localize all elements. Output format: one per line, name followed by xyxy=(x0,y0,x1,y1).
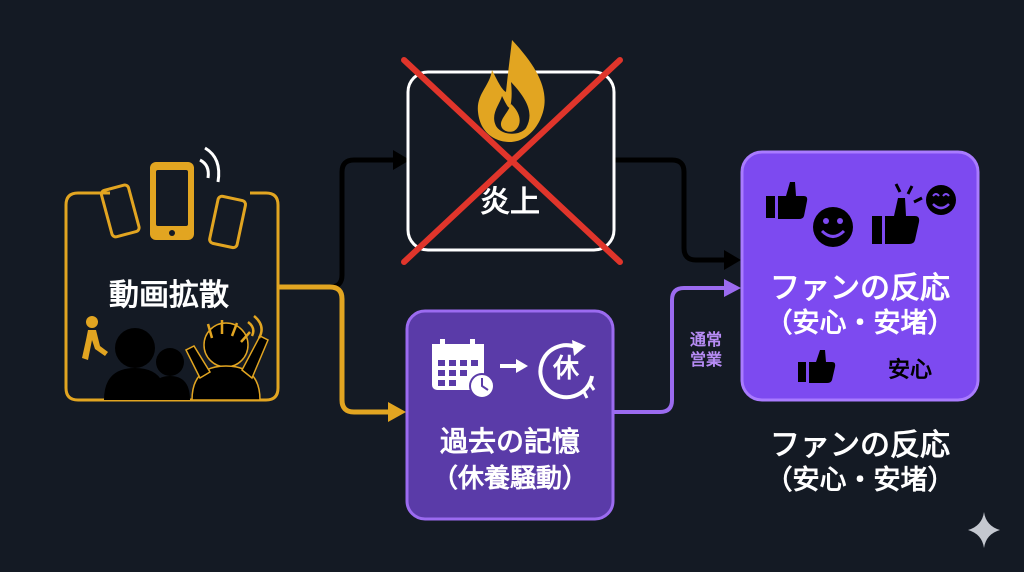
node-spread xyxy=(64,146,280,402)
thumbs-up-icon xyxy=(872,198,920,244)
crowd-icon xyxy=(104,322,269,401)
arrow-right-icon xyxy=(500,359,528,373)
node-memory xyxy=(405,309,615,521)
walking-person-icon xyxy=(82,316,108,360)
cross-mark xyxy=(401,57,623,265)
edge-memory-to-fan xyxy=(613,279,741,414)
edge-label-line1: 通常 xyxy=(689,330,722,349)
node-fire xyxy=(401,40,623,265)
rest-icon-char: 休 xyxy=(552,354,580,384)
edge-label-routine: 通常 営業 xyxy=(686,330,726,370)
calendar-icon xyxy=(432,339,484,390)
smiley-icon xyxy=(813,207,853,247)
node-fan xyxy=(740,150,980,402)
outcome-label: ファンの反応 xyxy=(770,428,950,463)
memory-label: 過去の記憶 xyxy=(439,425,580,458)
spread-label: 動画拡散 xyxy=(109,278,229,313)
smartphone-icon xyxy=(99,146,248,250)
fan-sublabel: （安心・安堵） xyxy=(765,308,955,339)
outcome-sublabel: （安心・安堵） xyxy=(765,465,955,496)
clock-icon xyxy=(469,373,495,399)
thumbs-up-icon xyxy=(766,182,808,219)
edge-fire-to-fan xyxy=(614,157,741,270)
fan-label: ファンの反応 xyxy=(770,271,950,306)
edge-label-line2: 営業 xyxy=(689,350,722,369)
rest-cycle-icon xyxy=(538,340,596,400)
fan-badge: 安心 xyxy=(887,358,932,383)
smiley-icon xyxy=(926,185,956,215)
edge-spread-to-fire xyxy=(278,150,410,290)
sparkle-icon xyxy=(968,512,1000,548)
edge-spread-to-memory xyxy=(278,284,406,422)
memory-sublabel: （休養騒動） xyxy=(431,464,588,494)
flame-icon xyxy=(477,40,545,142)
thumbs-up-icon xyxy=(798,350,836,383)
fire-label: 炎上 xyxy=(480,185,540,220)
